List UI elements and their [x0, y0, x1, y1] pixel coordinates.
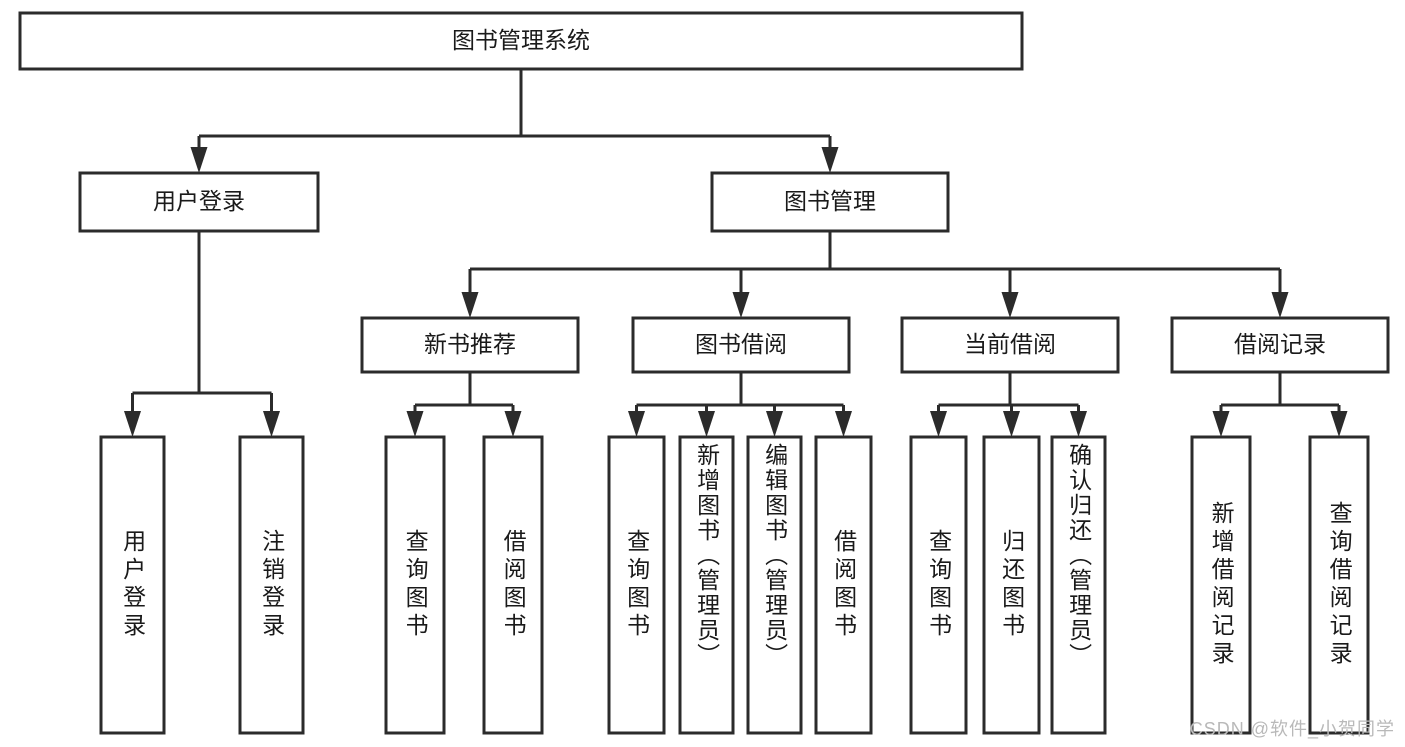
node-borrow-record[interactable]: 借阅记录 — [1170, 316, 1390, 374]
connector-group — [406, 372, 522, 437]
arrow-head-icon — [190, 147, 208, 173]
node-box-leaf-query-book-borrow[interactable] — [607, 435, 666, 735]
arrow-head-icon — [504, 411, 522, 437]
node-box-current-borrow[interactable] — [900, 316, 1120, 374]
node-leaf-query-record[interactable] — [1308, 435, 1370, 735]
node-user-login[interactable]: 用户登录 — [78, 171, 320, 233]
node-leaf-return-book[interactable] — [982, 435, 1041, 735]
arrow-head-icon — [835, 411, 852, 437]
arrow-head-icon — [930, 411, 947, 437]
node-box-leaf-query-book-rec[interactable] — [384, 435, 446, 735]
node-label-current-borrow: 当前借阅 — [964, 331, 1056, 357]
node-label-book-manage: 图书管理 — [784, 188, 876, 214]
node-book-manage[interactable]: 图书管理 — [710, 171, 950, 233]
arrow-head-icon — [628, 411, 645, 437]
node-leaf-logout[interactable] — [238, 435, 305, 735]
node-label-root: 图书管理系统 — [452, 27, 590, 53]
node-label-book-borrow: 图书借阅 — [695, 331, 787, 357]
arrow-head-icon — [1271, 292, 1289, 318]
arrow-head-icon — [1070, 411, 1087, 437]
arrow-head-icon — [821, 147, 839, 173]
node-box-leaf-query-book-cur[interactable] — [909, 435, 968, 735]
node-box-borrow-record[interactable] — [1170, 316, 1390, 374]
node-label-borrow-record: 借阅记录 — [1234, 331, 1326, 357]
arrow-head-icon — [406, 411, 424, 437]
node-root[interactable]: 图书管理系统 — [18, 11, 1024, 71]
connector-group — [124, 231, 280, 437]
node-box-leaf-return-book[interactable] — [982, 435, 1041, 735]
edges-layer — [124, 69, 1348, 437]
arrow-head-icon — [732, 292, 750, 318]
node-leaf-confirm-return[interactable] — [1050, 435, 1107, 735]
node-box-leaf-confirm-return[interactable] — [1050, 435, 1107, 735]
node-leaf-borrow-book-rec[interactable] — [482, 435, 544, 735]
arrow-head-icon — [1003, 411, 1020, 437]
node-new-book-rec[interactable]: 新书推荐 — [360, 316, 580, 374]
node-box-leaf-user-login[interactable] — [99, 435, 166, 735]
arrow-head-icon — [1212, 411, 1230, 437]
node-box-root[interactable] — [18, 11, 1024, 71]
node-leaf-edit-book[interactable] — [746, 435, 803, 735]
connector-group — [461, 231, 1289, 318]
node-leaf-user-login[interactable] — [99, 435, 166, 735]
node-label-new-book-rec: 新书推荐 — [424, 331, 516, 357]
node-box-leaf-add-record[interactable] — [1190, 435, 1252, 735]
node-box-user-login[interactable] — [78, 171, 320, 233]
connector-group — [628, 372, 852, 437]
node-box-leaf-borrow-book[interactable] — [814, 435, 873, 735]
arrow-head-icon — [698, 411, 715, 437]
node-box-book-borrow[interactable] — [631, 316, 851, 374]
node-leaf-query-book-rec[interactable] — [384, 435, 446, 735]
node-book-borrow[interactable]: 图书借阅 — [631, 316, 851, 374]
node-box-leaf-logout[interactable] — [238, 435, 305, 735]
arrow-head-icon — [1330, 411, 1348, 437]
node-box-leaf-query-record[interactable] — [1308, 435, 1370, 735]
node-box-new-book-rec[interactable] — [360, 316, 580, 374]
arrow-head-icon — [124, 411, 141, 437]
arrow-head-icon — [1001, 292, 1019, 318]
node-leaf-query-book-borrow[interactable] — [607, 435, 666, 735]
node-current-borrow[interactable]: 当前借阅 — [900, 316, 1120, 374]
node-leaf-query-book-cur[interactable] — [909, 435, 968, 735]
arrow-head-icon — [461, 292, 479, 318]
connector-group — [930, 372, 1087, 437]
node-label-user-login: 用户登录 — [153, 188, 245, 214]
arrow-head-icon — [766, 411, 783, 437]
node-box-leaf-borrow-book-rec[interactable] — [482, 435, 544, 735]
node-leaf-add-book[interactable] — [678, 435, 735, 735]
arrow-head-icon — [263, 411, 280, 437]
node-box-book-manage[interactable] — [710, 171, 950, 233]
connector-group — [1212, 372, 1348, 437]
connector-group — [190, 69, 839, 173]
node-leaf-borrow-book[interactable] — [814, 435, 873, 735]
node-box-leaf-edit-book[interactable] — [746, 435, 803, 735]
node-box-leaf-add-book[interactable] — [678, 435, 735, 735]
node-leaf-add-record[interactable] — [1190, 435, 1252, 735]
watermark: CSDN @软件_小贺同学 — [1189, 719, 1395, 739]
